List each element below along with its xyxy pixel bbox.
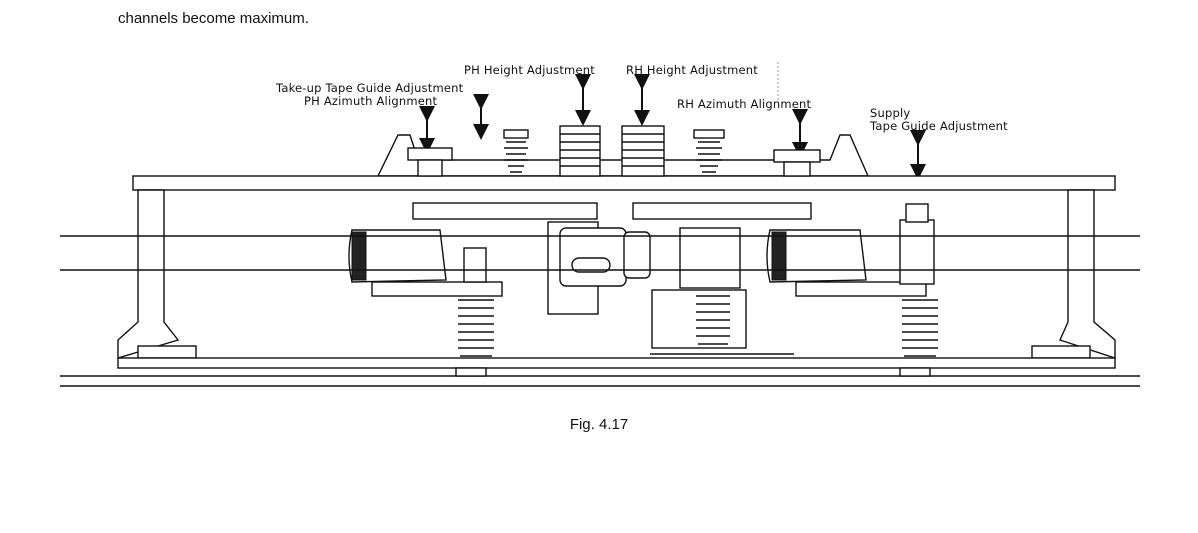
springs [458,295,938,357]
adjustment-arrows [419,74,926,180]
intro-text: channels become maximum. [118,10,309,27]
label-ph-azimuth: PH Azimuth Alignment [304,94,437,108]
label-rh-height: RH Height Adjustment [626,63,758,77]
head-mounts [412,202,812,349]
label-takeup-tape-guide: Take-up Tape Guide Adjustment [275,81,464,95]
label-supply: Supply [870,106,910,120]
top-plate [132,134,1116,191]
label-ph-height: PH Height Adjustment [464,63,595,77]
figure-caption: Fig. 4.17 [569,416,629,433]
base-plate [60,357,1140,387]
adjustment-screws [407,125,821,177]
label-rh-azimuth: RH Azimuth Alignment [677,97,812,111]
label-supply-tape-guide: Tape Guide Adjustment [869,119,1008,133]
tape-guides [348,203,935,297]
tape-path [60,235,1140,271]
